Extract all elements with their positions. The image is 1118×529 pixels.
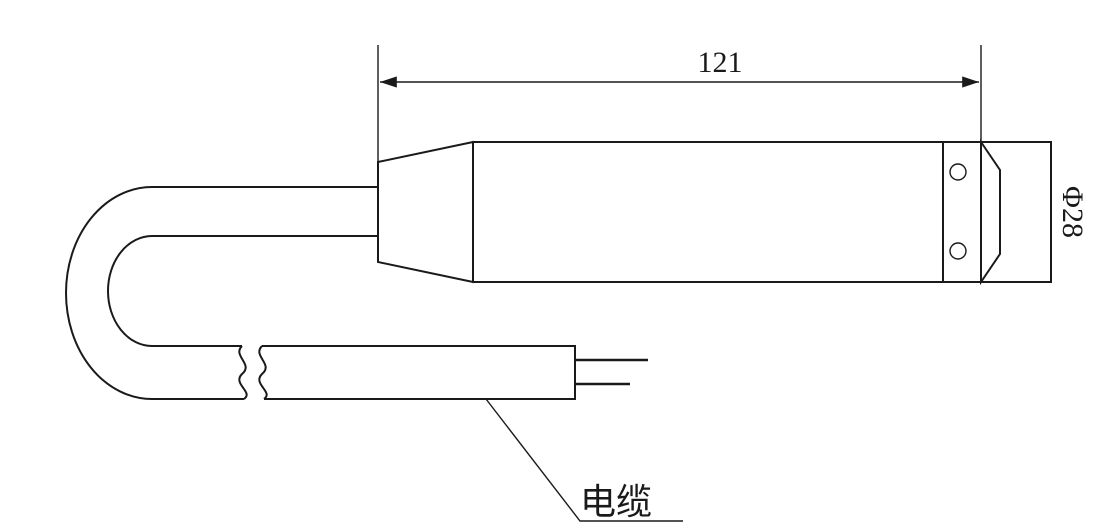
- diameter-dimension-text: Φ28: [1056, 186, 1089, 238]
- cable-end-segment: [262, 345, 576, 400]
- sensor-body: [377, 138, 1052, 286]
- screw-hole-bottom: [949, 242, 967, 260]
- length-dimension: 121: [377, 45, 982, 162]
- cable-leader-line: [485, 398, 683, 522]
- cable-outer-edge: [65, 186, 378, 400]
- length-dimension-text: 121: [698, 46, 743, 79]
- cable-break-mark-left: [238, 345, 248, 400]
- screw-hole-top: [949, 163, 967, 181]
- sensor-end-cap: [942, 141, 982, 283]
- sensor-taper: [377, 140, 474, 284]
- cable-callout: 电缆: [485, 398, 683, 523]
- cable: [65, 186, 648, 400]
- sensor-front-cap: [981, 141, 1052, 283]
- cable-label: 电缆: [580, 482, 652, 523]
- cable-inner-edge: [107, 235, 378, 347]
- sensor-cylinder: [472, 141, 944, 283]
- cable-break-mark-right: [258, 345, 268, 400]
- sensor-tip: [980, 138, 1001, 286]
